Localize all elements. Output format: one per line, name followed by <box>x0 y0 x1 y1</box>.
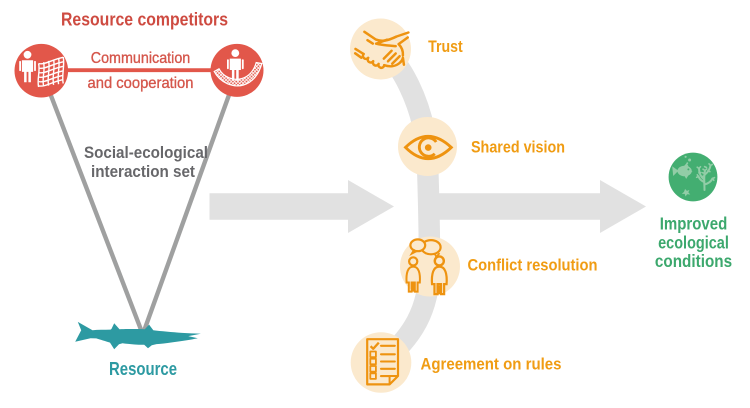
svg-text:and cooperation: and cooperation <box>88 75 194 92</box>
svg-text:interaction set: interaction set <box>91 163 195 181</box>
svg-text:ecological: ecological <box>658 232 729 252</box>
svg-text:Resource: Resource <box>109 359 177 379</box>
svg-text:conditions: conditions <box>655 251 732 271</box>
svg-text:Agreement on rules: Agreement on rules <box>421 355 562 373</box>
svg-text:Communication: Communication <box>91 50 191 67</box>
svg-text:Resource competitors: Resource competitors <box>61 8 228 29</box>
svg-text:Trust: Trust <box>428 38 463 56</box>
svg-text:Improved: Improved <box>660 214 728 234</box>
svg-text:Social-ecological: Social-ecological <box>84 144 208 162</box>
svg-text:Conflict resolution: Conflict resolution <box>468 257 598 275</box>
svg-text:Shared vision: Shared vision <box>471 139 565 157</box>
